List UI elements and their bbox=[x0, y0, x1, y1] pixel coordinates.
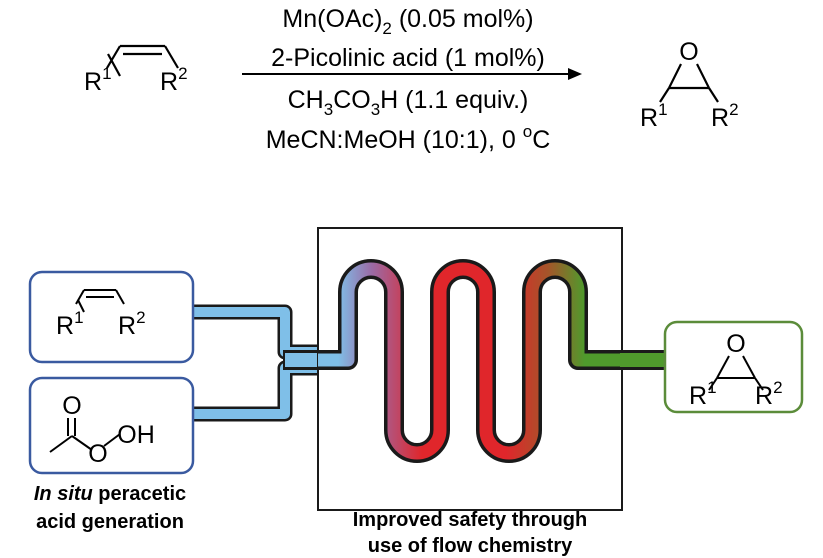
caption-in-situ-line2: acid generation bbox=[36, 511, 184, 533]
caption-in-situ-line1: In situ peracetic bbox=[34, 483, 186, 505]
box-epoxide-oxygen: O bbox=[726, 330, 745, 358]
product-epoxide: O R1 R2 bbox=[640, 38, 739, 132]
feed-r2: R2 bbox=[118, 308, 146, 340]
condition-solvent: MeCN:MeOH (10:1), 0 oC bbox=[266, 122, 551, 154]
reactant-r1: R1 bbox=[84, 64, 112, 96]
reactant-r2: R2 bbox=[160, 64, 188, 96]
alkene-feed-box: R1 R2 bbox=[28, 270, 195, 364]
condition-ligand: 2-Picolinic acid (1 mol%) bbox=[271, 44, 545, 72]
box-epoxide-r1: R1 bbox=[689, 378, 717, 410]
caption-safety-line2: use of flow chemistry bbox=[368, 535, 573, 557]
product-r1: R1 bbox=[640, 100, 668, 132]
feed-r1: R1 bbox=[56, 308, 84, 340]
outlet-tube bbox=[620, 350, 666, 370]
peracid-ether-o: O bbox=[88, 440, 107, 468]
reaction-conditions: Mn(OAc)2 (0.05 mol%) 2-Picolinic acid (1… bbox=[242, 5, 582, 154]
reactor-coil bbox=[318, 259, 622, 463]
reactant-alkene: R1 R2 bbox=[84, 44, 188, 96]
peracid-oh: OH bbox=[117, 421, 155, 449]
product-r2: R2 bbox=[711, 100, 739, 132]
epoxide-product-box: O R1 R2 bbox=[663, 320, 804, 414]
feed-tubes bbox=[193, 304, 325, 422]
condition-oxidant: CH3CO3H (1.1 equiv.) bbox=[288, 86, 529, 119]
peracid-feed-box: O O OH bbox=[28, 376, 195, 475]
caption-safety-line1: Improved safety through bbox=[353, 509, 587, 531]
condition-catalyst: Mn(OAc)2 (0.05 mol%) bbox=[282, 5, 533, 38]
peracid-carbonyl-o: O bbox=[62, 392, 81, 420]
box-epoxide-r2: R2 bbox=[755, 378, 783, 410]
reaction-arrow-head bbox=[568, 68, 582, 80]
product-oxygen: O bbox=[679, 38, 698, 66]
